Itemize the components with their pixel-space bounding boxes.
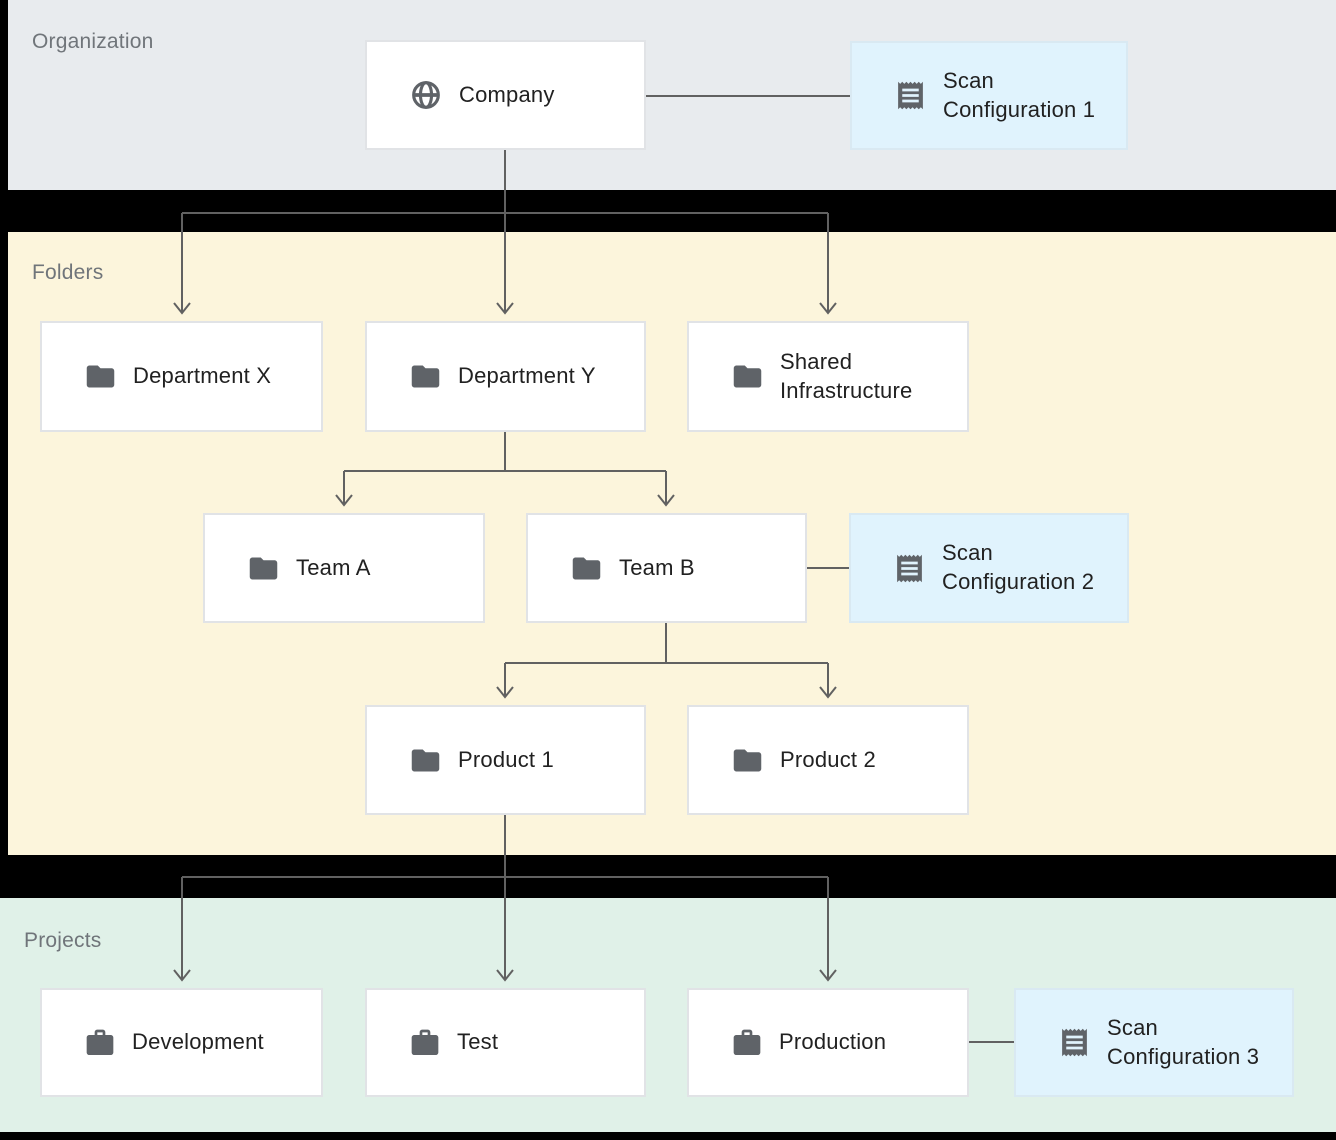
node-label: Scan Configuration 3 [1107, 1014, 1260, 1069]
node-label: Production [779, 1029, 887, 1055]
node-label: Development [132, 1029, 264, 1055]
organization-band: Organization [8, 0, 1336, 190]
folder-icon [409, 360, 442, 393]
node-company: Company [365, 40, 646, 150]
node-product-1: Product 1 [365, 705, 646, 815]
folder-icon [570, 552, 603, 585]
node-label: Team B [619, 554, 695, 580]
node-department-y: Department Y [365, 321, 646, 432]
folder-icon [84, 360, 117, 393]
node-scan-configuration-2: Scan Configuration 2 [849, 513, 1129, 623]
node-label: Department X [133, 363, 272, 389]
node-label: Product 1 [458, 746, 554, 772]
globe-icon [409, 78, 443, 112]
node-production: Production [687, 988, 969, 1097]
briefcase-icon [409, 1027, 441, 1059]
folder-icon [731, 360, 764, 393]
briefcase-icon [731, 1027, 763, 1059]
receipt-icon [893, 552, 926, 585]
node-label: Test [457, 1029, 499, 1055]
node-team-a: Team A [203, 513, 485, 623]
node-scan-configuration-3: Scan Configuration 3 [1014, 988, 1294, 1097]
node-department-x: Department X [40, 321, 323, 432]
folder-icon [247, 552, 280, 585]
node-test: Test [365, 988, 646, 1097]
node-label: Scan Configuration 1 [943, 67, 1096, 122]
node-development: Development [40, 988, 323, 1097]
organization-band-label: Organization [32, 30, 154, 53]
projects-band-label: Projects [24, 929, 102, 952]
node-label: Team A [296, 554, 371, 580]
node-shared-infrastructure: Shared Infrastructure [687, 321, 969, 432]
receipt-icon [894, 79, 927, 112]
folders-band-label: Folders [32, 261, 104, 284]
node-label: Company [459, 81, 555, 107]
receipt-icon [1058, 1026, 1091, 1059]
folder-icon [731, 744, 764, 777]
node-team-b: Team B [526, 513, 807, 623]
node-label: Product 2 [780, 746, 876, 772]
node-product-2: Product 2 [687, 705, 969, 815]
node-label: Scan Configuration 2 [942, 540, 1095, 594]
node-label: Shared Infrastructure [780, 348, 913, 403]
folder-icon [409, 744, 442, 777]
node-scan-configuration-1: Scan Configuration 1 [850, 41, 1128, 150]
briefcase-icon [84, 1027, 116, 1059]
node-label: Department Y [458, 363, 596, 389]
